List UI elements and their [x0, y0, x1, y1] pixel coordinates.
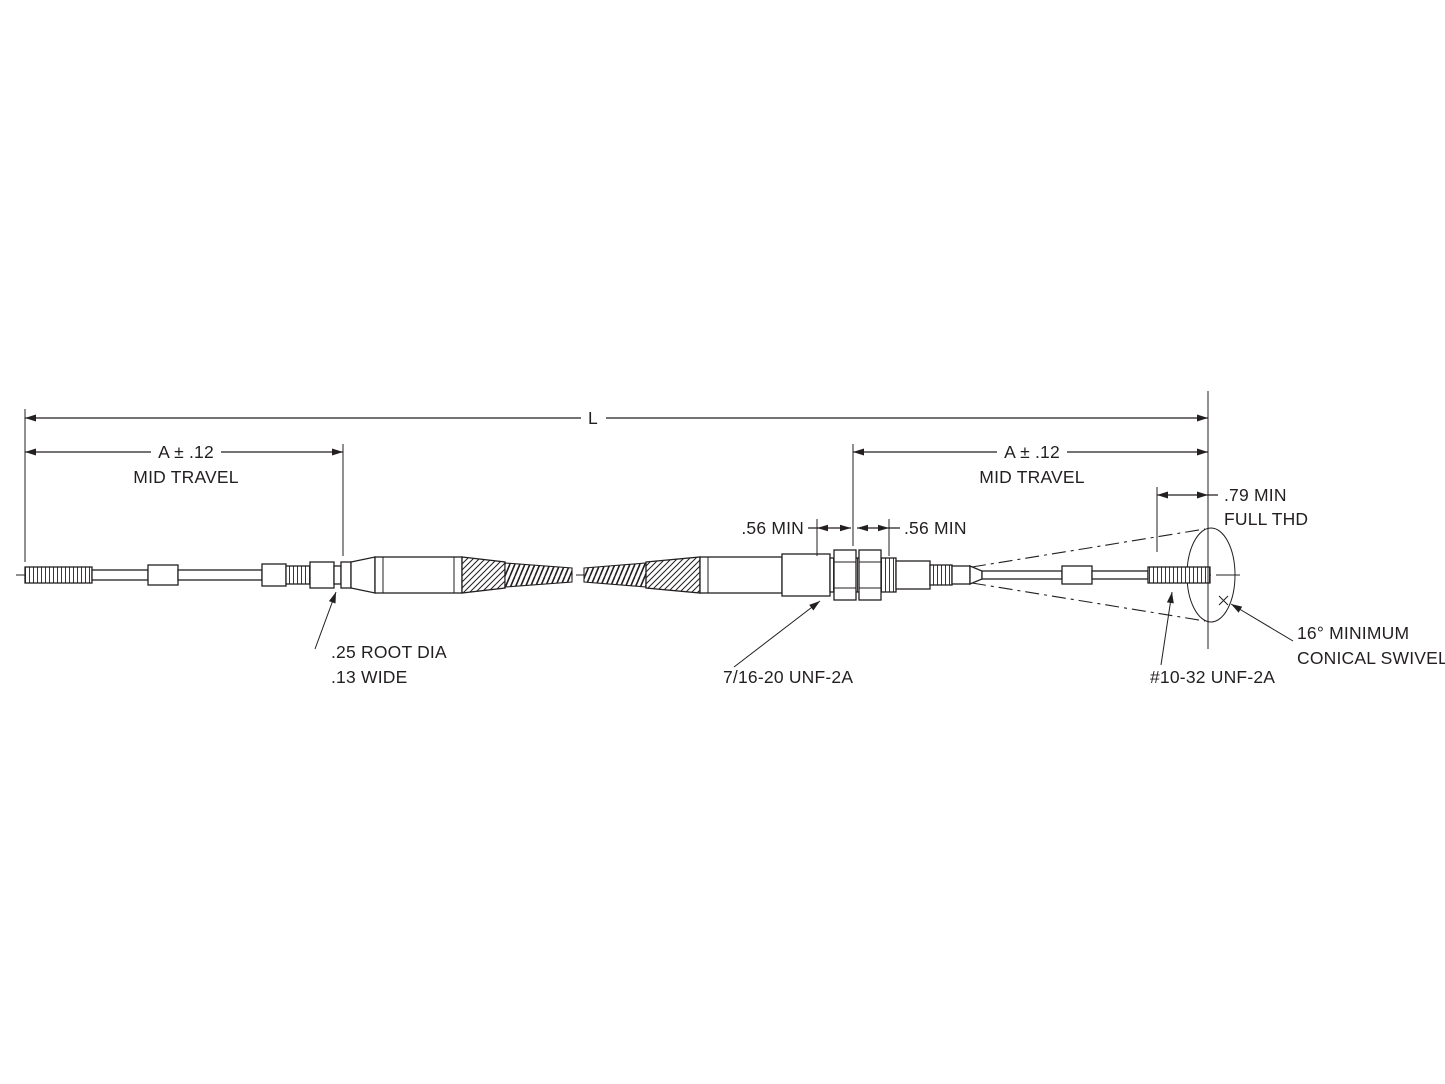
- swaged-ferrule-right: [645, 556, 701, 594]
- groove-shoulder: [340, 561, 352, 589]
- rod-section-left-2: [177, 569, 263, 581]
- rod-section-right-2: [1091, 570, 1149, 580]
- root-dia-label-line2: .13 WIDE: [331, 667, 407, 687]
- conduit-hub-left: [374, 556, 463, 594]
- swivel-cone-lower-line: [971, 582, 1206, 622]
- swivel-pivot-fitting: [951, 565, 971, 585]
- swivel-label-line2: CONICAL SWIVEL: [1297, 648, 1445, 668]
- pivot-taper: [969, 565, 983, 585]
- threaded-rod-left-end: [24, 566, 93, 584]
- conduit-spiral-right: [583, 562, 647, 588]
- rod-section-right-1: [981, 570, 1063, 580]
- dimension-overall-length: L: [25, 408, 1208, 428]
- swaged-ferrule-left: [461, 556, 506, 594]
- callout-rod-end-thread: #10-32 UNF-2A: [1150, 591, 1275, 687]
- swivel-tick-mark: [1218, 595, 1229, 606]
- threaded-section-left: [285, 565, 311, 585]
- hub-taper-left: [350, 556, 376, 594]
- bulkhead-body: [781, 553, 831, 597]
- bulkhead-thread-label: 7/16-20 UNF-2A: [723, 667, 853, 687]
- root-dia-label-line1: .25 ROOT DIA: [331, 642, 447, 662]
- min-engagement-left-value: .56 MIN: [741, 518, 804, 538]
- min-engagement-right-value: .56 MIN: [904, 518, 967, 538]
- root-dia-groove: [333, 565, 342, 585]
- dimension-min-engagement-left: .56 MIN: [741, 518, 851, 538]
- mid-travel-right-value: A ± .12: [1004, 442, 1060, 462]
- fitting-step-left: [261, 563, 287, 587]
- full-thread-value: .79 MIN: [1224, 485, 1287, 505]
- extension-lines: [24, 391, 1209, 649]
- fitting-body-right: [895, 560, 931, 590]
- rod-section-left-1: [91, 569, 149, 581]
- overall-length-label: L: [588, 408, 598, 428]
- dimension-mid-travel-right: A ± .12 MID TRAVEL: [853, 442, 1208, 487]
- swivel-label-line1: 16° MINIMUM: [1297, 623, 1409, 643]
- rod-collar-right: [1061, 565, 1093, 585]
- callout-bulkhead-thread: 7/16-20 UNF-2A: [723, 600, 853, 687]
- conduit-spiral-left: [504, 562, 573, 588]
- dimension-full-thread: .79 MIN FULL THD: [1157, 485, 1308, 529]
- dimension-min-engagement-right: .56 MIN: [857, 518, 967, 538]
- conduit-hub-right: [699, 556, 783, 594]
- callout-conical-swivel: 16° MINIMUM CONICAL SWIVEL: [1230, 603, 1445, 668]
- threaded-section-right: [929, 564, 953, 586]
- mid-travel-left-label: MID TRAVEL: [133, 467, 238, 487]
- mid-travel-left-value: A ± .12: [158, 442, 214, 462]
- cable-assembly: [24, 549, 1211, 601]
- fitting-body-left: [309, 561, 335, 589]
- rod-collar-left: [147, 564, 179, 586]
- rod-end-thread-label: #10-32 UNF-2A: [1150, 667, 1275, 687]
- full-thread-label: FULL THD: [1224, 509, 1308, 529]
- swivel-cone-upper-line: [971, 528, 1206, 568]
- mid-travel-right-label: MID TRAVEL: [979, 467, 1084, 487]
- dimension-mid-travel-left: A ± .12 MID TRAVEL: [25, 442, 343, 487]
- callout-root-dia-groove: .25 ROOT DIA .13 WIDE: [314, 591, 447, 687]
- jam-nut-1: [833, 549, 857, 601]
- threaded-rod-right-end: [1147, 566, 1211, 584]
- jam-nut-2: [858, 549, 882, 601]
